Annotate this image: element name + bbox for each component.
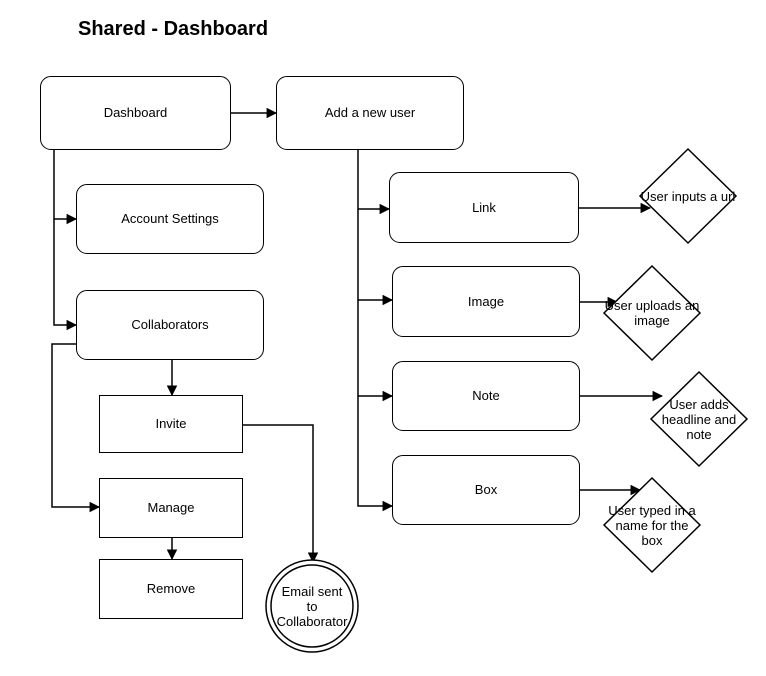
decision-box-label: User typed in a name for the box	[608, 502, 696, 548]
page-title: Shared - Dashboard	[78, 18, 269, 40]
node-note[interactable]: Note	[392, 361, 580, 431]
decision-image-result	[602, 264, 702, 362]
decision-note-result	[649, 370, 749, 468]
edge-invite-email	[243, 424, 319, 564]
decision-box-result	[602, 476, 702, 574]
decision-link-label: User inputs a url	[640, 188, 736, 204]
node-add-user[interactable]: Add a new user	[276, 76, 464, 150]
terminal-email-label: Email sent to Collaborator	[276, 583, 348, 629]
node-collaborators[interactable]: Collaborators	[76, 290, 264, 360]
node-image[interactable]: Image	[392, 266, 580, 337]
edge-dashboard-account-settings	[53, 150, 78, 225]
node-account-settings[interactable]: Account Settings	[76, 184, 264, 254]
decision-note-label: User adds headline and note	[661, 396, 737, 442]
node-link[interactable]: Link	[389, 172, 579, 243]
edge-add-user-image	[357, 209, 394, 306]
edge-add-user-note	[357, 300, 394, 402]
terminal-inner-circle	[270, 564, 354, 648]
edge-add-user-box	[357, 396, 394, 512]
node-invite[interactable]: Invite	[99, 395, 243, 453]
edge-collaborators-manage	[51, 343, 101, 513]
node-remove[interactable]: Remove	[99, 559, 243, 619]
node-box[interactable]: Box	[392, 455, 580, 525]
decision-link-result	[638, 147, 738, 245]
edge-dashboard-collaborators	[53, 219, 78, 331]
decision-image-label: User uploads an image	[604, 298, 700, 328]
node-dashboard[interactable]: Dashboard	[40, 76, 231, 150]
node-manage[interactable]: Manage	[99, 478, 243, 538]
edge-add-user-link	[357, 150, 391, 215]
